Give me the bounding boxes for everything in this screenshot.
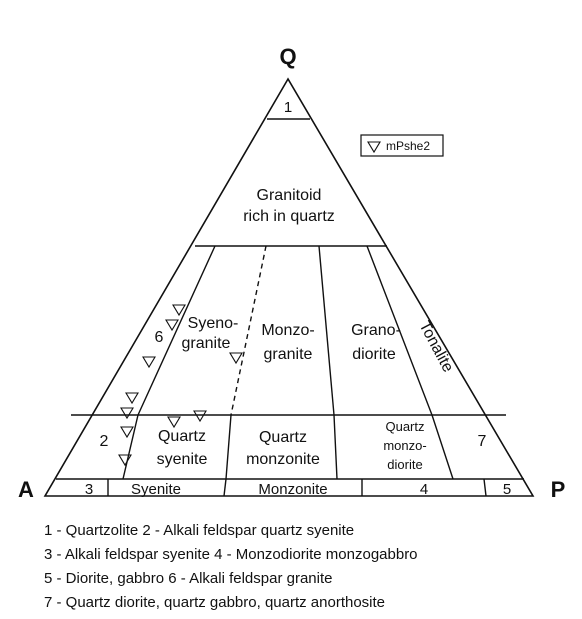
field-4-label: 4 [420,481,428,498]
field-3-label: 3 [85,481,93,498]
caption-line: 3 - Alkali feldspar syenite 4 - Monzodio… [44,546,418,563]
field-monzonite-label: Monzonite [258,481,327,498]
field-tonalite-label: Tonalite [416,319,457,376]
sample-point [165,319,179,332]
field-6-label: 6 [155,329,164,346]
sample-point [167,416,181,429]
sample-point [118,454,132,467]
sample-point [142,356,156,369]
boundary-syenite-monzonite [223,478,227,497]
legend-box [360,134,444,157]
sample-point [120,407,134,420]
field-quartz-monzonite-label-2: monzonite [246,451,320,468]
apex-q-label: Q [279,44,296,69]
qap-outline [43,77,535,497]
apex-a-label: A [18,477,34,502]
field-syenite-label: Syenite [131,481,181,498]
field-monzogranite-label-2: granite [264,346,313,363]
caption-line: 5 - Diorite, gabbro 6 - Alkali feldspar … [44,570,333,587]
field-quartz-monzodiorite-label-1: Quartz [385,419,424,434]
field-granodiorite-label-1: Grano- [351,322,401,339]
boundary-grano-tonalite [366,245,433,416]
field-granodiorite-label-2: diorite [352,346,396,363]
caption-line: 7 - Quartz diorite, quartz gabbro, quart… [44,594,386,611]
legend-caption: 1 - Quartzolite 2 - Alkali feldspar quar… [44,519,574,615]
field-syenogranite-label-1: Syeno- [188,315,239,332]
field-granitoid-label-2: rich in quartz [243,208,335,225]
sample-point [172,304,186,317]
caption-line: 1 - Quartzolite 2 - Alkali feldspar quar… [44,522,355,539]
legend-series-label: mPshe2 [386,139,430,153]
boundary-qsyenite-left [122,414,139,480]
sample-point [229,352,243,365]
sample-point [193,410,207,423]
field-quartz-monzonite-label-1: Quartz [259,429,307,446]
boundary-qsyenite-qmonzonite [225,414,232,480]
field-syenogranite-label-2: granite [182,335,231,352]
boundary-qmonzonite-qmonzodiorite [333,414,338,480]
field-quartz-monzodiorite-label-3: diorite [387,457,422,472]
legend: mPshe2 [360,134,444,157]
sample-point [120,426,134,439]
boundary-4-5 [483,478,487,497]
boundary-qmonzodiorite-7 [431,414,454,480]
boundary-alkali-granite [137,245,216,416]
field-7-label: 7 [478,433,487,450]
field-quartz-monzodiorite-label-2: monzo- [383,438,426,453]
field-granitoid-label-1: Granitoid [257,187,322,204]
sample-points [118,304,243,467]
boundary-monzo-grano [318,245,335,416]
field-2-label: 2 [100,433,109,450]
field-quartz-syenite-label-2: syenite [157,451,208,468]
field-monzogranite-label-1: Monzo- [261,322,314,339]
field-5-label: 5 [503,481,511,498]
apex-p-label: P [551,477,566,502]
sample-point [125,392,139,405]
field-1-label: 1 [284,99,292,116]
boundary-syeno-monzo [230,245,267,416]
field-quartz-syenite-label-1: Quartz [158,428,206,445]
triangle-down-icon [367,141,381,154]
